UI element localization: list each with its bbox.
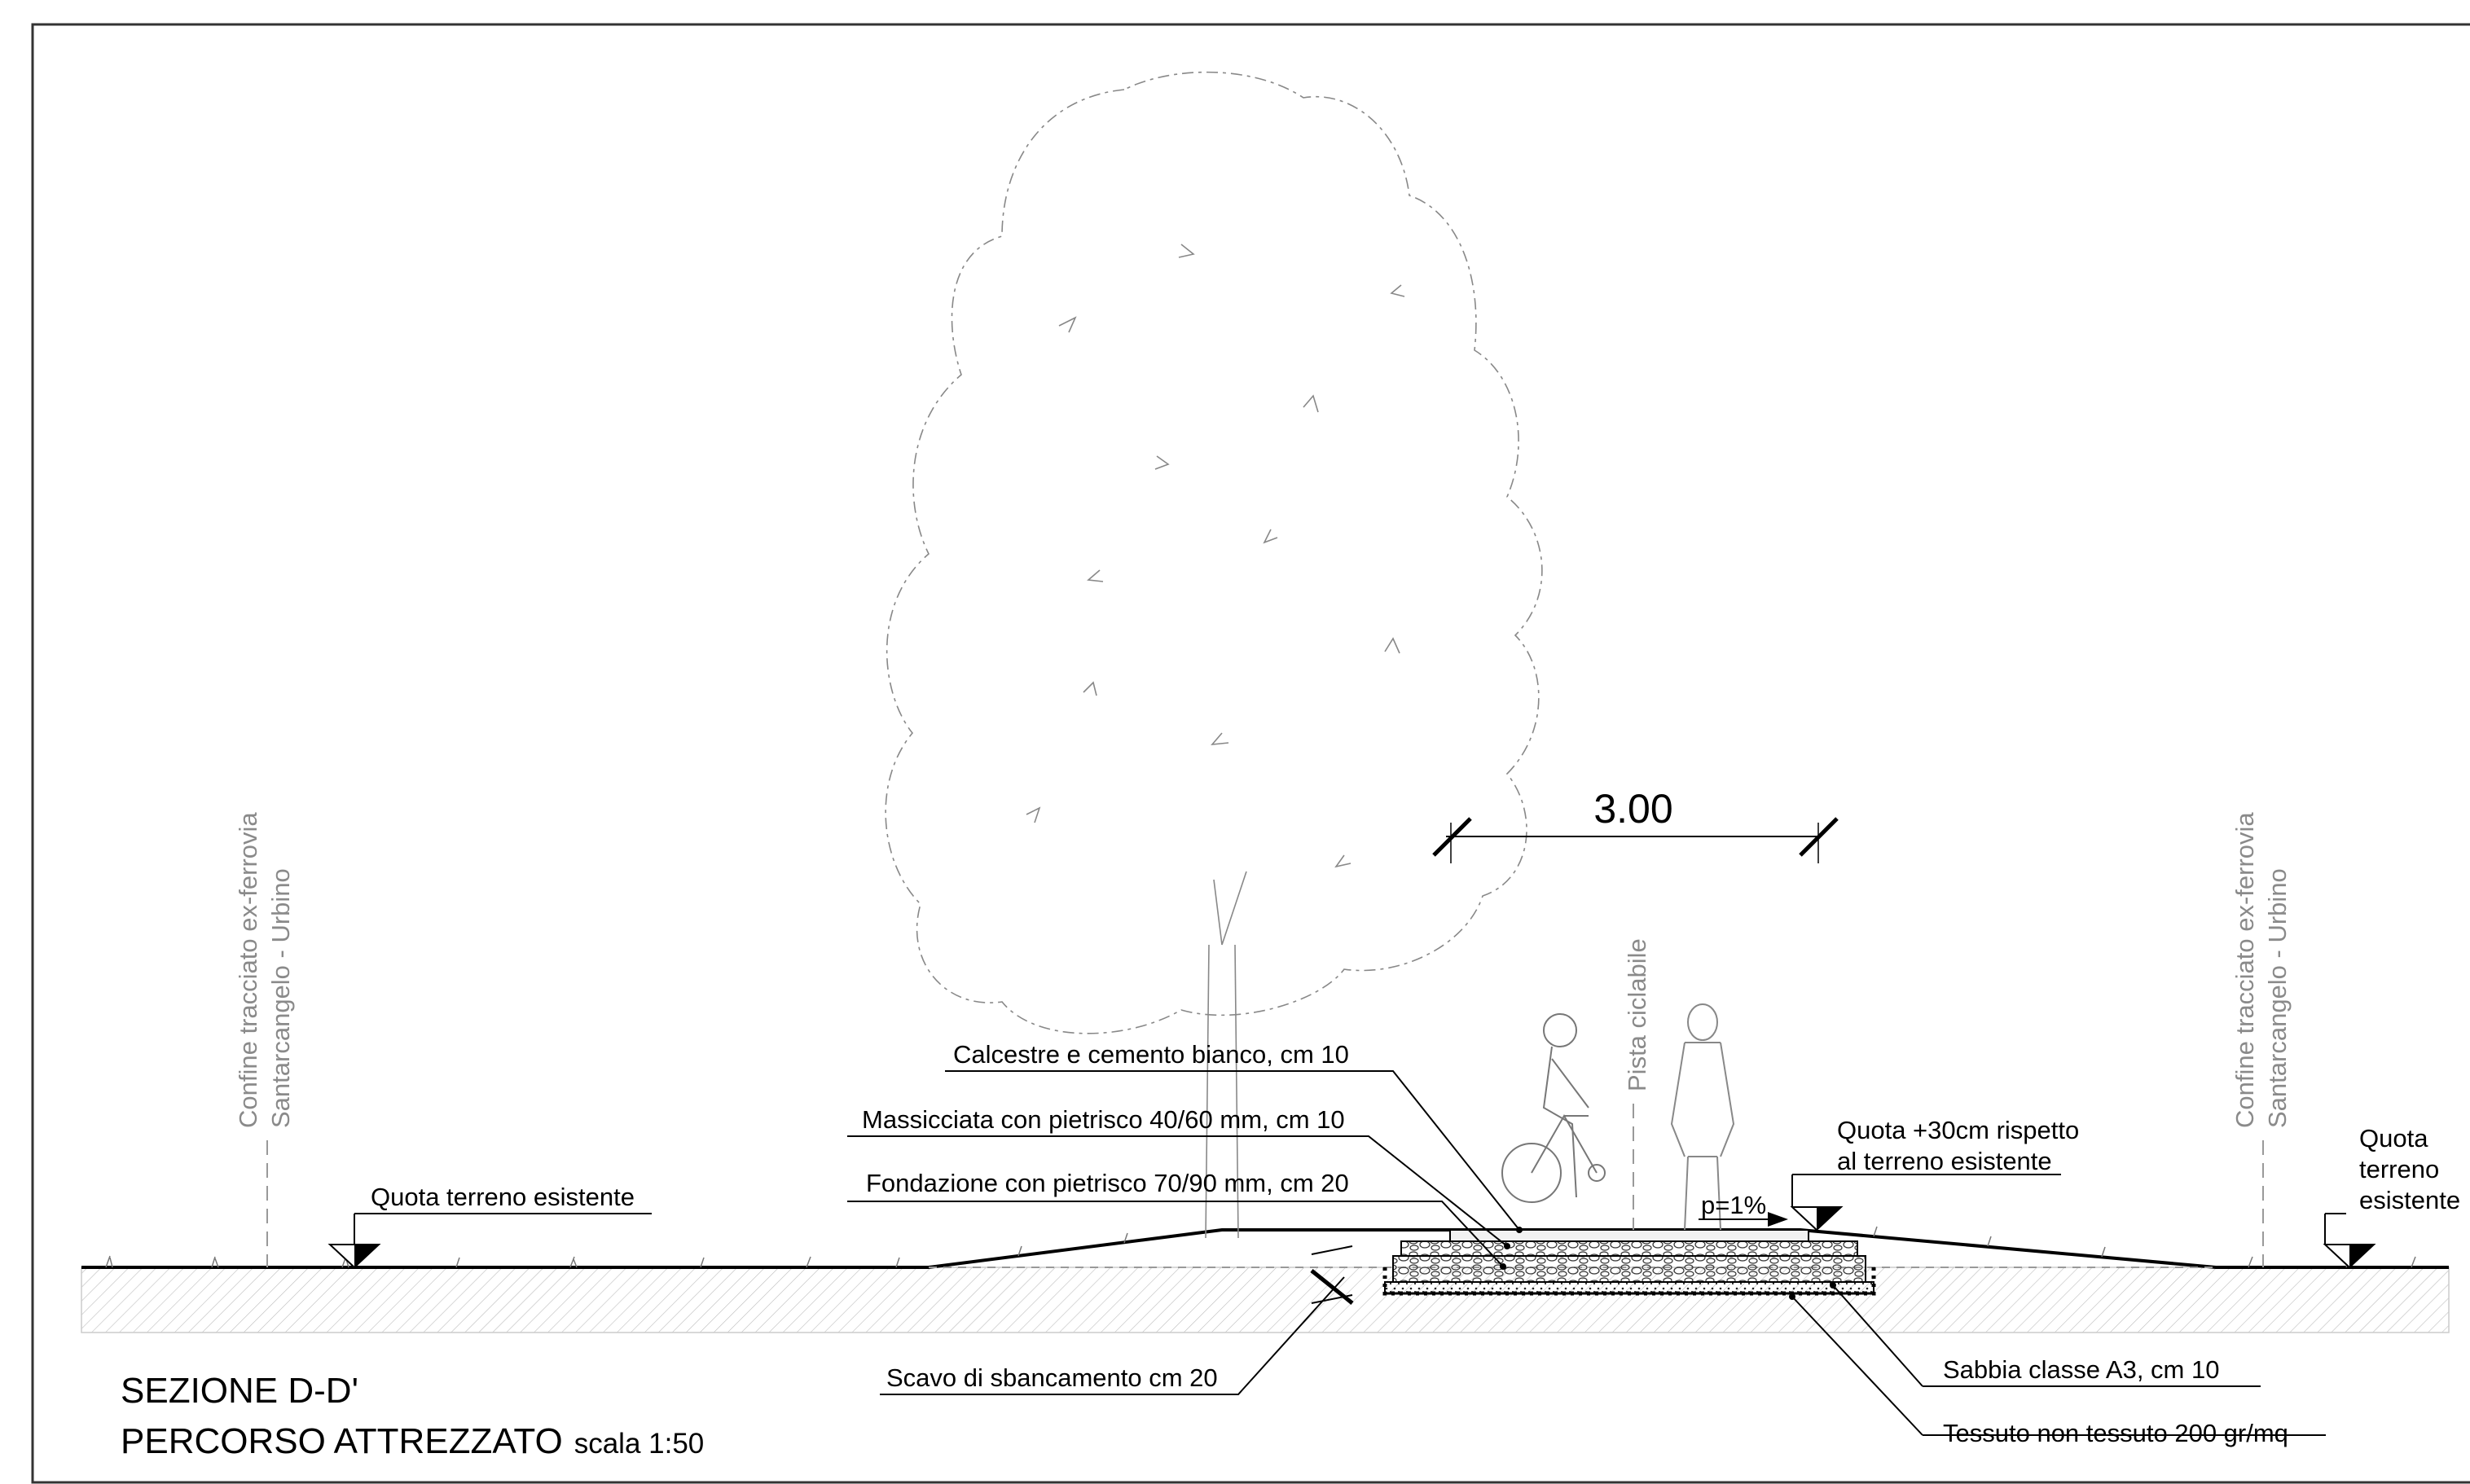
leader-lines [847,1070,2326,1436]
layer-calcestre-label: Calcestre e cemento bianco, cm 10 [953,1040,1349,1069]
section-scale: scala 1:50 [574,1428,705,1460]
layer-tessuto-label: Tessuto non tessuto 200 gr/mq [1943,1419,2288,1447]
layer-sabbia-label: Sabbia classe A3, cm 10 [1943,1355,2219,1384]
section-subtitle-main: PERCORSO ATTREZZATO [121,1421,563,1461]
level-marker-right [2323,1213,2376,1269]
pavement-layers [1382,1229,1876,1296]
quota-raised-label-2: al terreno esistente [1837,1147,2052,1175]
excavation-outline [1382,1267,1876,1296]
layer-scavo-label: Scavo di sbancamento cm 20 [886,1363,1218,1392]
boundary-right-label-1: Confine tracciato ex-ferrovia [2230,812,2259,1128]
layer-calcestre-shape [1449,1229,1809,1242]
boundary-right-label-2: Santarcangelo - Urbino [2263,868,2292,1128]
layer-fondazione-shape [1392,1255,1866,1283]
dimension-label: 3.00 [1593,786,1672,832]
quota-terreno-right-label-3: esistente [2359,1186,2460,1214]
leader-dots [1500,1227,1836,1300]
layer-fondazione-label: Fondazione con pietrisco 70/90 mm, cm 20 [866,1169,1349,1197]
quota-terreno-left-label: Quota terreno esistente [371,1183,635,1211]
section-subtitle: PERCORSO ATTREZZATO scala 1:50 [121,1421,704,1461]
level-marker-left [327,1213,652,1269]
dimension-width: 3.00 [1432,786,1839,863]
existing-ground-hatch [81,1267,2450,1333]
layer-massicciata-shape [1400,1240,1858,1257]
boundary-left-label-1: Confine tracciato ex-ferrovia [234,812,262,1128]
layer-massicciata-label: Massicciata con pietrisco 40/60 mm, cm 1… [862,1105,1345,1134]
slope-arrow [1699,1212,1788,1227]
section-title: SEZIONE D-D' [121,1371,358,1411]
quota-terreno-right-label-2: terreno [2359,1155,2439,1183]
quota-raised-label-1: Quota +30cm rispetto [1837,1116,2079,1144]
drawing-frame [31,23,2470,1484]
pista-ciclabile-label: Pista ciclabile [1623,938,1651,1091]
tree-illustration [885,71,1543,1239]
pedestrian-figure [1670,1003,1735,1231]
level-marker-raised [1790,1174,2061,1232]
excavation-marker [1310,1245,1354,1305]
quota-terreno-right-label-1: Quota [2359,1124,2428,1153]
ground-line [81,1228,2449,1269]
grass-tufts [105,1226,2416,1268]
cyclist-figure [1501,1013,1606,1203]
boundary-left-label-2: Santarcangelo - Urbino [266,868,295,1128]
slope-label: p=1% [1701,1191,1766,1219]
